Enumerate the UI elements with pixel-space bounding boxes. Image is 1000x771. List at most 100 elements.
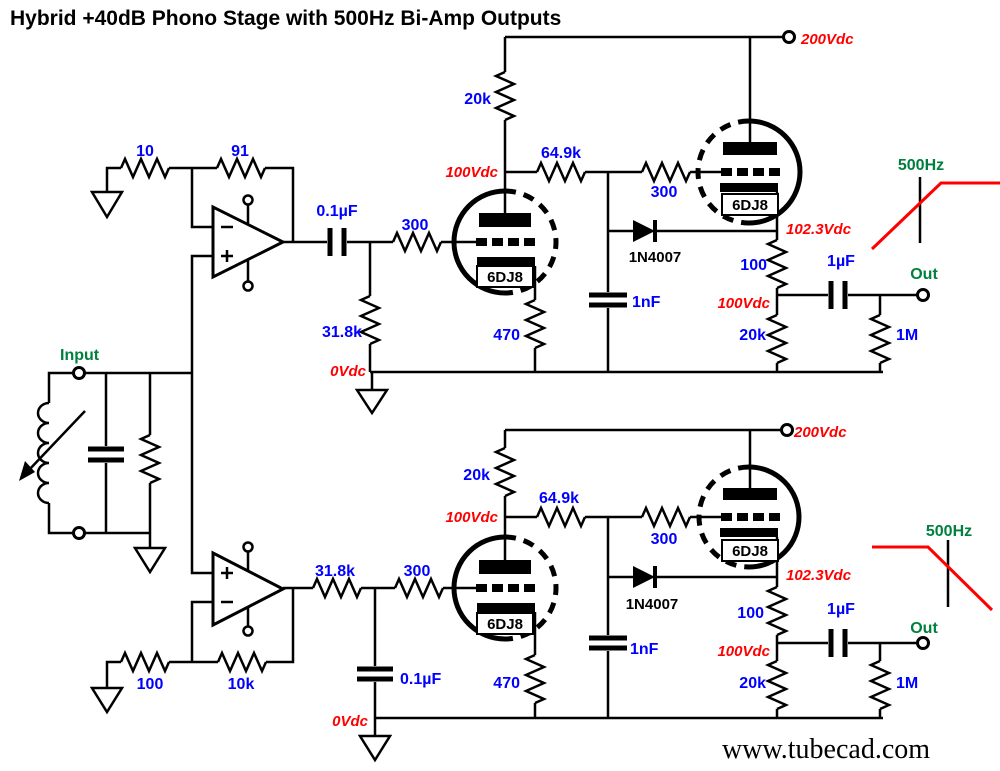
top-tube-input: 6DJ8 xyxy=(451,188,559,296)
capacitor-1nf xyxy=(589,292,627,308)
opamp-triangle xyxy=(211,204,287,280)
tube-name: 6DJ8 xyxy=(732,197,768,214)
voltage-label: 100Vdc xyxy=(717,295,770,312)
highpass-response: 500Hz xyxy=(870,157,1000,251)
ground-icon xyxy=(354,388,390,416)
bottom-tube-output: 6DJ8 xyxy=(696,464,802,570)
diode-1n4007-icon xyxy=(633,220,655,242)
wire xyxy=(47,371,192,548)
tube-grid-dashes xyxy=(721,168,780,176)
tube-grid-dashes xyxy=(476,238,535,246)
value-label: 31.8k xyxy=(322,324,362,341)
tube-name-box xyxy=(476,612,534,635)
opamp-power-pin-top xyxy=(242,541,254,553)
value-label: 300 xyxy=(651,531,678,548)
wire xyxy=(105,428,917,736)
out-label: Out xyxy=(910,266,938,283)
tube-cathode xyxy=(720,183,778,192)
output-terminal xyxy=(916,636,930,650)
cartridge-coil xyxy=(36,401,50,505)
capacitor-1uf xyxy=(828,281,848,309)
lowpass-response: 500Hz xyxy=(872,523,994,612)
crossover-freq-label: 500Hz xyxy=(926,523,972,540)
value-label: 0.1µF xyxy=(316,203,357,220)
input-label: Input xyxy=(60,347,100,364)
voltage-label: 102.3Vdc xyxy=(786,221,852,238)
resistor-100-cathode xyxy=(764,585,790,637)
tube-name-box xyxy=(721,539,779,562)
voltage-label: 0Vdc xyxy=(332,713,369,730)
value-label: 470 xyxy=(493,327,520,344)
resistor-100-cathode xyxy=(764,238,790,290)
wire xyxy=(105,35,917,390)
resistor-10 xyxy=(119,155,171,181)
value-label: 1nF xyxy=(632,294,661,311)
value-label: 1nF xyxy=(630,641,659,658)
voltage-label: 200Vdc xyxy=(793,424,847,441)
voltage-label: 100Vdc xyxy=(717,643,770,660)
ground-icon xyxy=(132,546,168,575)
cartridge-arrow-shaft xyxy=(27,410,86,472)
input-load-resistor xyxy=(137,433,163,485)
value-label: 20k xyxy=(464,91,491,108)
tube-cathode xyxy=(477,257,535,266)
value-label: 100 xyxy=(737,605,764,622)
capacitor-0u1 xyxy=(357,666,393,682)
resistor-20k-plate xyxy=(492,446,518,498)
value-label: 91 xyxy=(231,143,249,160)
value-label: 300 xyxy=(402,217,429,234)
value-label: 1µF xyxy=(827,253,855,270)
b-plus-terminal xyxy=(780,423,794,437)
value-label: 300 xyxy=(651,184,678,201)
b-plus-terminal xyxy=(782,30,796,44)
voltage-label: 100Vdc xyxy=(445,164,498,181)
tube-plate xyxy=(479,560,531,574)
value-label: 100 xyxy=(740,257,767,274)
bottom-tube-input: 6DJ8 xyxy=(451,534,559,642)
bottom-opamp xyxy=(211,541,287,637)
resistor-64k9 xyxy=(535,504,587,530)
resistor-31k8 xyxy=(357,294,383,346)
out-label: Out xyxy=(910,620,938,637)
tube-envelope-dashed xyxy=(696,464,750,570)
tube-name: 6DJ8 xyxy=(487,269,523,286)
resistor-100 xyxy=(119,649,171,675)
value-label: 300 xyxy=(404,563,431,580)
value-label: 470 xyxy=(493,675,520,692)
voltage-label: 102.3Vdc xyxy=(786,567,852,584)
value-label: 31.8k xyxy=(315,563,355,580)
ground-icon xyxy=(357,734,393,763)
resistor-20k-divider xyxy=(764,313,790,365)
input-terminal-top xyxy=(72,366,86,380)
tube-name-box xyxy=(476,265,534,288)
value-label: 10 xyxy=(136,143,154,160)
opamp-plus-icon xyxy=(221,250,233,262)
diode-1n4007-icon xyxy=(633,566,655,588)
tube-name-box xyxy=(721,193,779,216)
tube-envelope-solid xyxy=(748,118,803,226)
resistor-64k9 xyxy=(535,159,587,185)
input-network: Input xyxy=(19,254,213,575)
opamp-power-pin-bottom xyxy=(242,625,254,637)
tube-cathode xyxy=(477,603,535,612)
top-tube-output: 6DJ8 xyxy=(695,118,803,226)
ground-icon xyxy=(89,686,125,715)
capacitor-0u1 xyxy=(327,228,347,256)
tube-grid-dashes xyxy=(476,584,535,592)
value-label: 1M xyxy=(896,327,918,344)
opamp-power-pin-top xyxy=(242,194,254,206)
site-credit: www.tubecad.com xyxy=(722,734,930,765)
capacitor-1uf xyxy=(828,629,848,657)
opamp-plus-icon xyxy=(221,567,233,579)
ground-icon xyxy=(89,190,125,220)
resistor-91 xyxy=(215,155,267,181)
tube-name: 6DJ8 xyxy=(732,543,768,560)
resistor-470 xyxy=(522,653,548,705)
capacitor-1nf xyxy=(589,635,627,651)
bottom-channel: 6DJ8 6DJ8 500Hz 100 10k 31.8k 300 0.1µF xyxy=(89,423,994,763)
tube-plate xyxy=(723,488,777,500)
voltage-label: 200Vdc xyxy=(800,31,854,48)
resistor-1m-load xyxy=(867,313,893,365)
